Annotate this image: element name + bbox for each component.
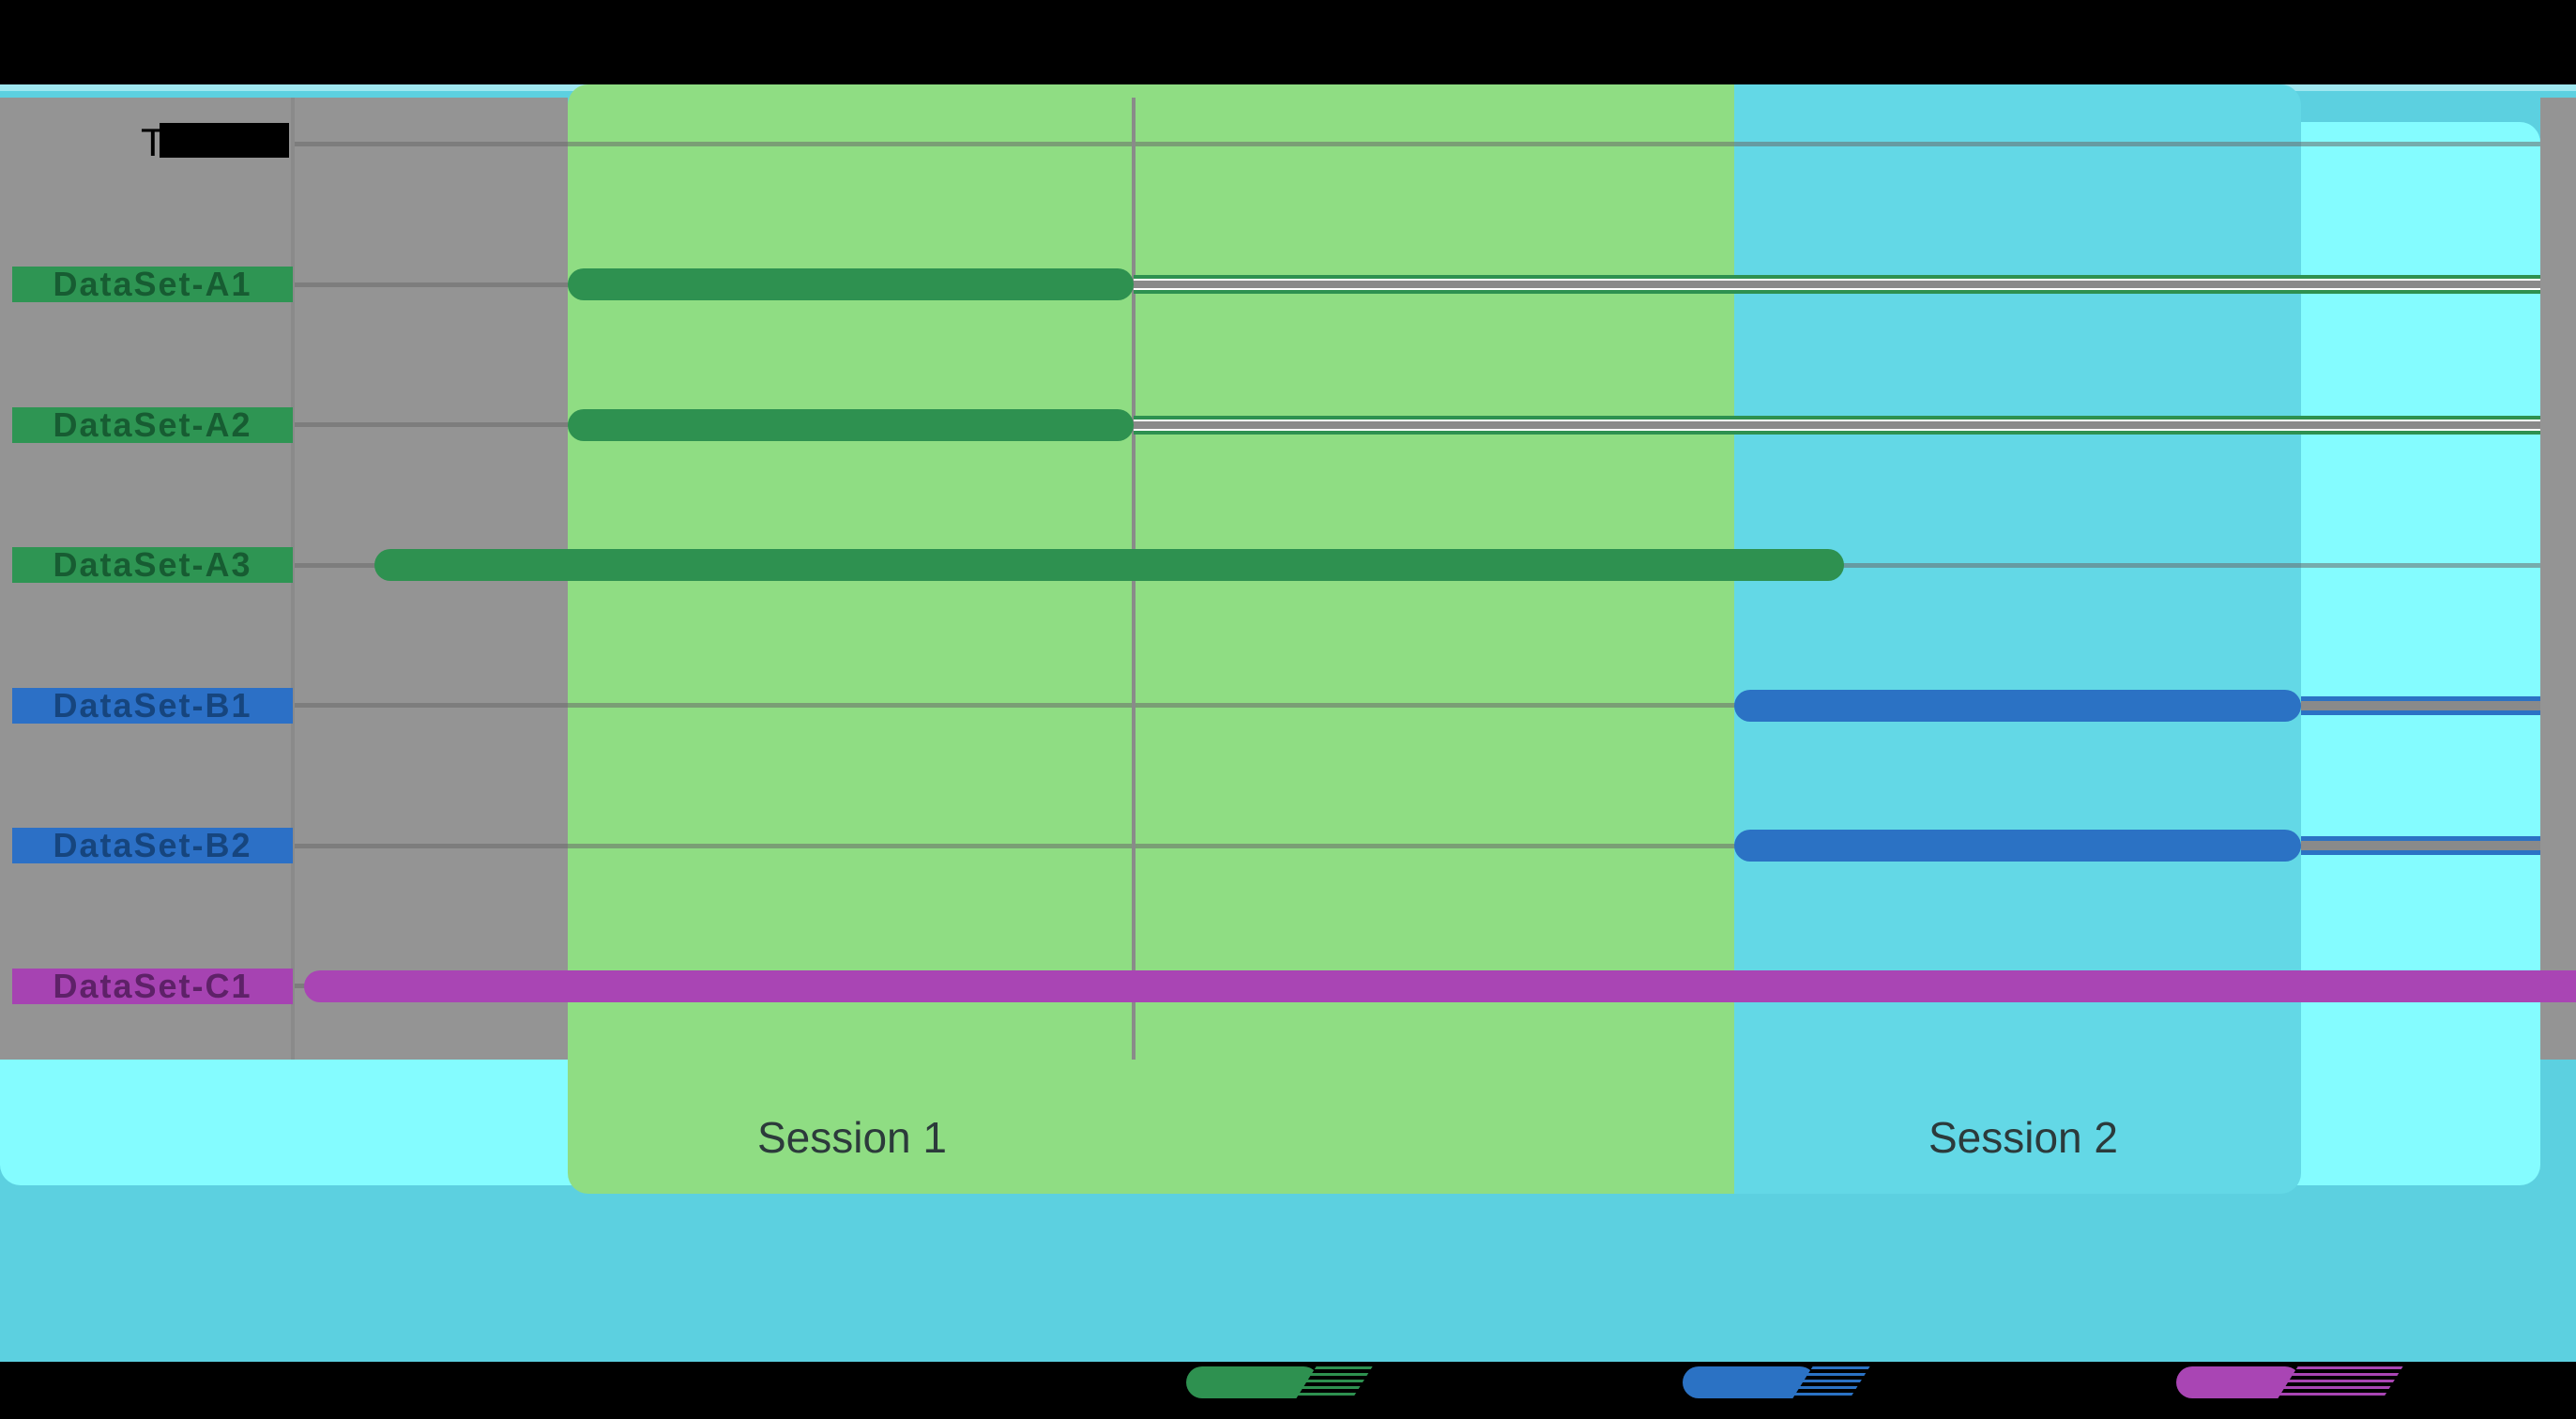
gantt-bar-DataSet-A1[interactable]	[568, 268, 1134, 300]
legend-item-2[interactable]	[2176, 1366, 2406, 1398]
gantt-bar-DataSet-B1[interactable]	[1734, 689, 2301, 722]
row-label-DataSet-B2: DataSet-B2	[12, 826, 293, 864]
legend-swatch-0[interactable]	[1186, 1366, 1319, 1398]
row-label-DataSet-A2: DataSet-A2	[12, 405, 293, 444]
bar-track-DataSet-A1	[1134, 275, 2540, 294]
session-label-2: Session 2	[1928, 1113, 2119, 1162]
gantt-bar-DataSet-A2[interactable]	[568, 408, 1134, 441]
bar-track-DataSet-B1	[2301, 695, 2540, 715]
bar-track-DataSet-A2	[1134, 415, 2540, 435]
session-region-2	[1734, 84, 2301, 1194]
legend-swatch-1[interactable]	[1683, 1366, 1816, 1398]
h-gridline-0	[293, 142, 2540, 146]
y-axis-line	[291, 98, 295, 1060]
legend-item-1[interactable]	[1683, 1366, 1873, 1398]
h-gridline-5	[293, 843, 2540, 848]
legend-swatch-fringe-2	[2278, 1366, 2403, 1398]
row-label-DataSet-A3: DataSet-A3	[12, 545, 293, 584]
bar-track-DataSet-B2	[2301, 836, 2540, 855]
row-label-DataSet-C1: DataSet-C1	[12, 967, 293, 1005]
gantt-bar-DataSet-B2[interactable]	[1734, 830, 2301, 862]
axis-title-redaction-box	[160, 123, 289, 158]
right-margin-column	[2540, 98, 2576, 1060]
session-label-1: Session 1	[756, 1113, 948, 1162]
gantt-bar-DataSet-A3[interactable]	[374, 549, 1844, 581]
session-region-1	[568, 84, 1734, 1194]
row-label-DataSet-A1: DataSet-A1	[12, 265, 293, 303]
gantt-bar-DataSet-C1[interactable]	[304, 969, 2576, 1002]
row-label-DataSet-B1: DataSet-B1	[12, 686, 293, 725]
legend-item-0[interactable]	[1186, 1366, 1376, 1398]
h-gridline-4	[293, 703, 2540, 708]
